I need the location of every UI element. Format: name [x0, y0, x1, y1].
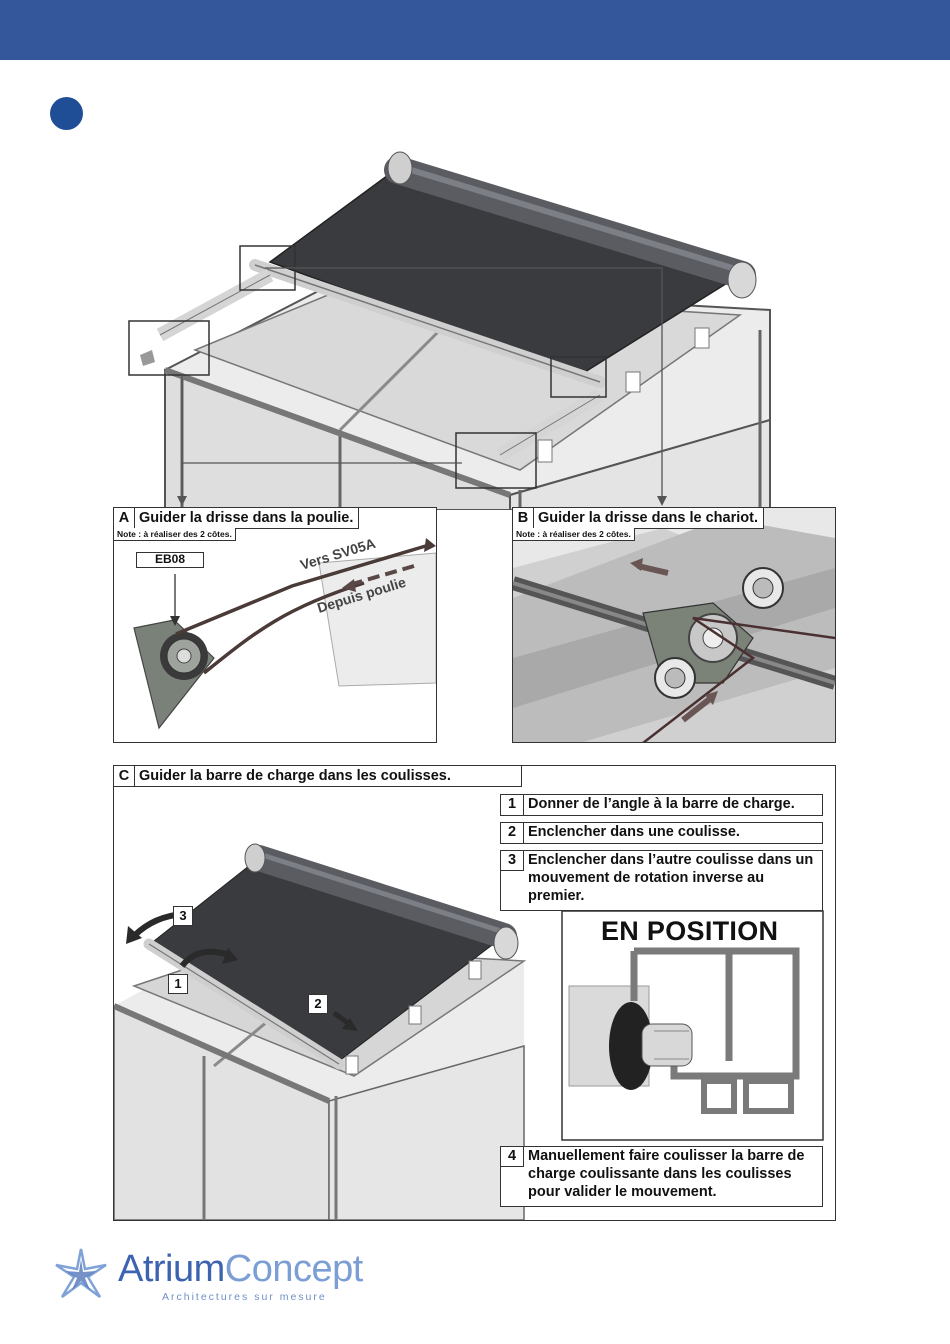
step-1: 1 Donner de l’angle à la barre de charge…: [500, 794, 823, 816]
step-4-text: Manuellement faire coulisser la barre de…: [528, 1148, 805, 1200]
panel-b-letter: B: [513, 508, 534, 528]
header-bar: [0, 0, 950, 60]
logo-name-part1: Atrium: [118, 1248, 225, 1290]
marker-1: 1: [168, 974, 188, 994]
logo-wordmark: AtriumConcept: [118, 1248, 363, 1291]
marker-2: 2: [308, 994, 328, 1014]
pulley-illustration: Vers SV05A Depuis poulie: [133, 535, 436, 730]
panel-c: C Guider la barre de charge dans les cou…: [113, 765, 836, 1221]
panel-b: B Guider la drisse dans le chariot. Note…: [512, 507, 836, 743]
panel-a-note: Note : à réaliser des 2 côtes.: [114, 528, 236, 541]
step-3-text: Enclencher dans l’autre coulisse dans un…: [528, 852, 814, 904]
step-2: 2 Enclencher dans une coulisse.: [500, 822, 823, 844]
panel-b-title: B Guider la drisse dans le chariot.: [513, 508, 764, 529]
step-2-number: 2: [501, 823, 524, 843]
load-bar-illustration: [114, 843, 824, 1220]
logo-name-part2: Concept: [224, 1248, 364, 1290]
step-3: 3 Enclencher dans l’autre coulisse dans …: [500, 850, 823, 911]
panel-c-title-text: Guider la barre de charge dans les couli…: [139, 768, 451, 784]
panel-b-note: Note : à réaliser des 2 côtes.: [513, 528, 635, 541]
step-4-number: 4: [501, 1147, 524, 1167]
panel-a-title-text: Guider la drisse dans la poulie.: [139, 510, 354, 526]
step-2-text: Enclencher dans une coulisse.: [528, 824, 740, 840]
panel-b-title-text: Guider la drisse dans le chariot.: [538, 510, 758, 526]
en-position-heading: EN POSITION: [601, 916, 779, 946]
step-number-dot: [50, 97, 83, 130]
label-eb08: EB08: [136, 552, 204, 568]
panel-c-letter: C: [114, 766, 135, 786]
panel-a-letter: A: [114, 508, 135, 528]
step-1-number: 1: [501, 795, 524, 815]
panel-c-title: C Guider la barre de charge dans les cou…: [114, 766, 522, 787]
panel-a-title: A Guider la drisse dans la poulie.: [114, 508, 360, 529]
marker-3: 3: [173, 906, 193, 926]
step-4: 4 Manuellement faire coulisser la barre …: [500, 1146, 823, 1207]
step-1-text: Donner de l’angle à la barre de charge.: [528, 796, 795, 812]
star-logo-icon: [55, 1248, 107, 1299]
main-illustration: [128, 151, 771, 510]
panel-a: Vers SV05A Depuis poulie A Guider la dri…: [113, 507, 437, 743]
step-3-number: 3: [501, 851, 524, 871]
carriage-illustration: [513, 508, 835, 742]
logo-tagline: Architectures sur mesure: [162, 1291, 327, 1303]
